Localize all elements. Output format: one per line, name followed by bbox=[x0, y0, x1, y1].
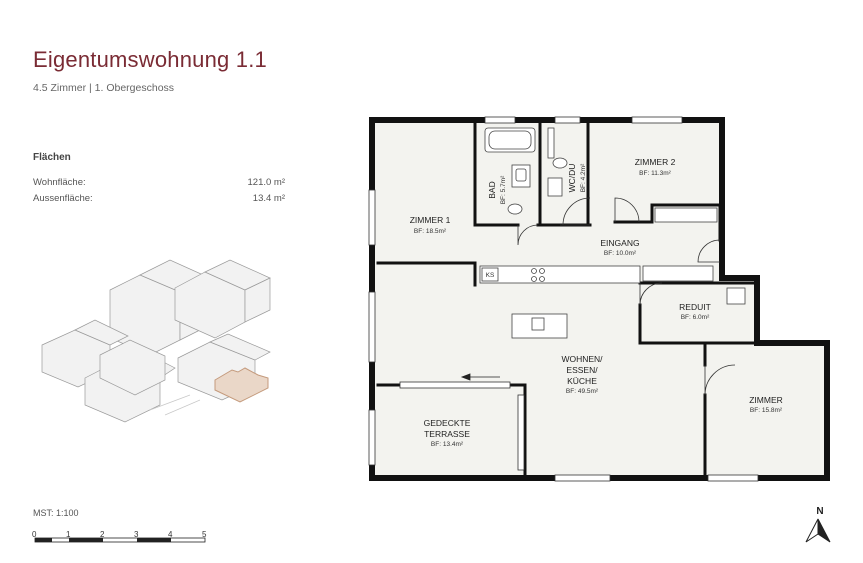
scale-label: MST: 1:100 bbox=[33, 508, 79, 518]
room-name-zimmer: ZIMMER bbox=[749, 395, 783, 405]
area-row-outdoor: Aussenfläche: 13.4 m² bbox=[33, 193, 285, 204]
sliding-arrow bbox=[460, 373, 500, 381]
scale-bar bbox=[34, 537, 206, 543]
scale-tick-3: 3 bbox=[134, 530, 139, 539]
room-name-terrasse-2: TERRASSE bbox=[424, 429, 470, 439]
room-name-bad: BAD bbox=[487, 181, 497, 198]
area-label: Aussenfläche: bbox=[33, 193, 93, 204]
room-area-bad: BF: 5.7m² bbox=[500, 175, 507, 204]
page-title: Eigentumswohnung 1.1 bbox=[33, 47, 267, 72]
scale-tick-4: 4 bbox=[168, 530, 173, 539]
room-name-eingang: EINGANG bbox=[600, 238, 639, 248]
area-value: 121.0 m² bbox=[247, 177, 286, 188]
north-arrow-icon: N bbox=[805, 506, 831, 543]
scale-tick-2: 2 bbox=[100, 530, 105, 539]
room-name-wohnen-1: WOHNEN/ bbox=[561, 354, 603, 364]
room-area-zimmer: BF: 15.8m² bbox=[750, 407, 783, 414]
room-area-terrasse: BF: 13.4m² bbox=[431, 441, 464, 448]
room-labels: ZIMMER 1 BF: 18.5m² BAD BF: 5.7m² WC/DU … bbox=[410, 157, 783, 448]
scale-tick-5: 5 bbox=[202, 530, 207, 539]
area-row-living: Wohnfläche: 121.0 m² bbox=[33, 177, 285, 188]
room-area-zimmer2: BF: 11.3m² bbox=[639, 170, 672, 177]
area-value: 13.4 m² bbox=[252, 193, 285, 204]
room-name-terrasse-1: GEDECKTE bbox=[424, 418, 471, 428]
ks-label: KS bbox=[486, 272, 495, 279]
page-subtitle: 4.5 Zimmer | 1. Obergeschoss bbox=[33, 82, 175, 94]
doors bbox=[517, 197, 736, 396]
scale-tick-1: 1 bbox=[66, 530, 71, 539]
room-name-zimmer2: ZIMMER 2 bbox=[635, 157, 676, 167]
room-area-eingang: BF: 10.0m² bbox=[604, 250, 637, 257]
room-area-wohnen: BF: 49.5m² bbox=[566, 388, 599, 395]
room-area-zimmer1: BF: 18.5m² bbox=[414, 228, 447, 235]
room-area-reduit: BF: 6.0m² bbox=[681, 314, 710, 321]
windows bbox=[368, 116, 759, 482]
room-name-zimmer1: ZIMMER 1 bbox=[410, 215, 451, 225]
room-area-wcdu: BF: 4.2m² bbox=[580, 163, 587, 192]
room-name-wcdu: WC/DU bbox=[567, 164, 577, 193]
room-name-wohnen-3: KÜCHE bbox=[567, 376, 597, 386]
fixtures bbox=[479, 127, 746, 339]
scale-tick-0: 0 bbox=[32, 530, 37, 539]
area-label: Wohnfläche: bbox=[33, 177, 86, 188]
room-name-wohnen-2: ESSEN/ bbox=[566, 365, 598, 375]
areas-heading: Flächen bbox=[33, 152, 71, 163]
site-model-icon bbox=[41, 259, 271, 423]
north-label: N bbox=[816, 506, 823, 517]
room-name-reduit: REDUIT bbox=[679, 302, 711, 312]
